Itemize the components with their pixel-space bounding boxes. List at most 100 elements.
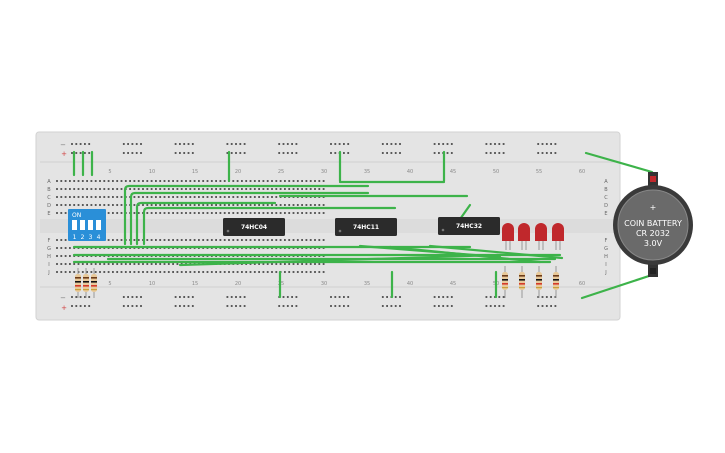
breadboard-hole[interactable] bbox=[64, 271, 67, 273]
breadboard-hole[interactable] bbox=[172, 180, 174, 182]
breadboard-hole[interactable] bbox=[288, 263, 291, 265]
breadboard-hole[interactable] bbox=[330, 305, 332, 307]
breadboard-hole[interactable] bbox=[278, 143, 281, 145]
breadboard-hole[interactable] bbox=[275, 271, 278, 273]
breadboard-hole[interactable] bbox=[433, 143, 436, 145]
breadboard-hole[interactable] bbox=[116, 204, 119, 206]
wire[interactable] bbox=[123, 184, 370, 246]
breadboard-hole[interactable] bbox=[249, 239, 252, 241]
breadboard-hole[interactable] bbox=[180, 188, 183, 190]
breadboard-hole[interactable] bbox=[284, 263, 286, 265]
breadboard-hole[interactable] bbox=[133, 196, 136, 198]
led[interactable] bbox=[535, 223, 547, 250]
breadboard-hole[interactable] bbox=[223, 212, 226, 214]
breadboard-hole[interactable] bbox=[155, 196, 157, 198]
breadboard-hole[interactable] bbox=[266, 271, 269, 273]
resistor[interactable] bbox=[553, 266, 559, 298]
breadboard-hole[interactable] bbox=[88, 143, 91, 145]
breadboard-hole[interactable] bbox=[155, 263, 157, 265]
breadboard-hole[interactable] bbox=[150, 180, 153, 182]
breadboard-hole[interactable] bbox=[159, 212, 162, 214]
breadboard-hole[interactable] bbox=[545, 305, 548, 307]
breadboard-hole[interactable] bbox=[309, 180, 312, 182]
coin-battery[interactable]: + COIN BATTERY CR 2032 3.0V bbox=[613, 172, 693, 277]
breadboard-hole[interactable] bbox=[60, 255, 63, 257]
breadboard-hole[interactable] bbox=[163, 212, 166, 214]
breadboard-hole[interactable] bbox=[343, 143, 345, 145]
breadboard-hole[interactable] bbox=[295, 143, 298, 145]
breadboard-hole[interactable] bbox=[433, 305, 436, 307]
wire[interactable] bbox=[135, 201, 277, 246]
breadboard-hole[interactable] bbox=[112, 263, 114, 265]
breadboard-hole[interactable] bbox=[235, 152, 237, 154]
breadboard-hole[interactable] bbox=[185, 204, 187, 206]
breadboard-hole[interactable] bbox=[305, 239, 308, 241]
breadboard-hole[interactable] bbox=[334, 305, 337, 307]
breadboard-hole[interactable] bbox=[322, 188, 325, 190]
breadboard-hole[interactable] bbox=[193, 196, 196, 198]
breadboard-hole[interactable] bbox=[163, 271, 166, 273]
breadboard-hole[interactable] bbox=[338, 143, 341, 145]
breadboard-hole[interactable] bbox=[60, 247, 63, 249]
breadboard-hole[interactable] bbox=[73, 263, 76, 265]
breadboard-hole[interactable] bbox=[56, 255, 58, 257]
breadboard-hole[interactable] bbox=[155, 204, 157, 206]
breadboard-hole[interactable] bbox=[172, 204, 174, 206]
breadboard-hole[interactable] bbox=[485, 143, 488, 145]
breadboard-hole[interactable] bbox=[183, 143, 186, 145]
breadboard-hole[interactable] bbox=[305, 188, 308, 190]
breadboard-hole[interactable] bbox=[446, 152, 449, 154]
breadboard-hole[interactable] bbox=[64, 204, 67, 206]
breadboard-hole[interactable] bbox=[185, 196, 187, 198]
breadboard-hole[interactable] bbox=[322, 271, 325, 273]
chip-74hc04[interactable]: 74HC04 bbox=[223, 218, 285, 236]
breadboard-hole[interactable] bbox=[135, 296, 138, 298]
breadboard-hole[interactable] bbox=[243, 296, 246, 298]
breadboard-hole[interactable] bbox=[64, 196, 67, 198]
breadboard-hole[interactable] bbox=[239, 305, 242, 307]
breadboard-hole[interactable] bbox=[189, 196, 192, 198]
breadboard-hole[interactable] bbox=[135, 152, 138, 154]
breadboard-hole[interactable] bbox=[334, 152, 337, 154]
breadboard-hole[interactable] bbox=[347, 305, 350, 307]
breadboard-hole[interactable] bbox=[228, 188, 230, 190]
breadboard-hole[interactable] bbox=[176, 263, 179, 265]
breadboard-hole[interactable] bbox=[442, 143, 445, 145]
breadboard-hole[interactable] bbox=[253, 204, 256, 206]
breadboard-hole[interactable] bbox=[191, 152, 194, 154]
breadboard-hole[interactable] bbox=[223, 196, 226, 198]
breadboard-hole[interactable] bbox=[189, 239, 192, 241]
breadboard-hole[interactable] bbox=[278, 305, 281, 307]
breadboard-hole[interactable] bbox=[347, 296, 350, 298]
breadboard-hole[interactable] bbox=[94, 271, 97, 273]
breadboard-hole[interactable] bbox=[90, 196, 93, 198]
breadboard-hole[interactable] bbox=[245, 271, 248, 273]
breadboard-hole[interactable] bbox=[99, 263, 101, 265]
dip-toggle-3[interactable] bbox=[88, 220, 93, 230]
breadboard-hole[interactable] bbox=[498, 152, 501, 154]
breadboard-hole[interactable] bbox=[75, 152, 78, 154]
breadboard-hole[interactable] bbox=[189, 212, 192, 214]
breadboard-hole[interactable] bbox=[550, 143, 552, 145]
breadboard-hole[interactable] bbox=[69, 247, 71, 249]
breadboard-hole[interactable] bbox=[185, 180, 187, 182]
breadboard-hole[interactable] bbox=[228, 212, 230, 214]
breadboard-hole[interactable] bbox=[120, 239, 123, 241]
breadboard-hole[interactable] bbox=[142, 188, 144, 190]
breadboard-hole[interactable] bbox=[135, 143, 138, 145]
breadboard-hole[interactable] bbox=[284, 204, 286, 206]
breadboard-hole[interactable] bbox=[193, 188, 196, 190]
breadboard-hole[interactable] bbox=[232, 212, 235, 214]
breadboard-hole[interactable] bbox=[296, 212, 299, 214]
breadboard-hole[interactable] bbox=[275, 263, 278, 265]
breadboard-hole[interactable] bbox=[381, 305, 384, 307]
breadboard-hole[interactable] bbox=[142, 180, 144, 182]
breadboard-hole[interactable] bbox=[127, 305, 129, 307]
breadboard-hole[interactable] bbox=[142, 204, 144, 206]
breadboard-hole[interactable] bbox=[146, 188, 149, 190]
breadboard-hole[interactable] bbox=[206, 204, 209, 206]
breadboard-hole[interactable] bbox=[81, 180, 84, 182]
breadboard-hole[interactable] bbox=[301, 271, 303, 273]
breadboard-hole[interactable] bbox=[399, 296, 401, 298]
breadboard-hole[interactable] bbox=[275, 188, 278, 190]
